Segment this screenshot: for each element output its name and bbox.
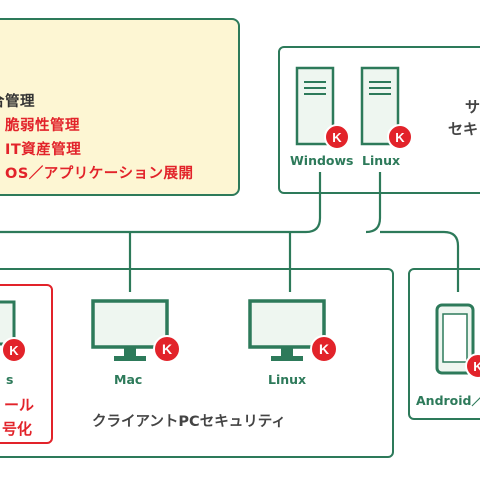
- badge-letter: K: [319, 341, 329, 357]
- mac-label: Mac: [114, 372, 143, 387]
- server-side-text-2: セキ: [448, 120, 479, 138]
- client-pc-security-caption: クライアントPCセキュリティ: [92, 414, 286, 430]
- kaspersky-badge-icon: K: [465, 353, 480, 379]
- android-phone-icon: [435, 303, 475, 375]
- client-pc-security-panel: [0, 268, 394, 458]
- kaspersky-badge-icon: K: [310, 335, 338, 363]
- management-item-vulnerability: ・脆弱性管理: [0, 118, 80, 134]
- windows-label: Windows: [290, 153, 354, 168]
- badge-letter: K: [9, 343, 19, 358]
- red-text-mail: ール: [4, 396, 35, 414]
- management-item-it-assets: ・IT資産管理: [0, 142, 82, 158]
- kaspersky-badge-icon: K: [1, 337, 27, 363]
- server-side-text-1: サ: [465, 98, 480, 116]
- badge-letter: K: [473, 359, 480, 374]
- android-label: Android／: [416, 393, 480, 408]
- badge-letter: K: [332, 130, 342, 145]
- management-item-os-deploy: ・OS／アプリケーション展開: [0, 166, 194, 182]
- encryption-panel: ール 号化: [0, 284, 53, 444]
- mac-monitor-icon: [91, 299, 169, 361]
- windows-client-label-partial: s: [6, 372, 14, 387]
- kaspersky-badge-icon: K: [387, 124, 413, 150]
- kaspersky-badge-icon: K: [153, 335, 181, 363]
- linux-client-label: Linux: [268, 372, 307, 387]
- management-panel: 合管理 ・脆弱性管理 ・IT資産管理 ・OS／アプリケーション展開: [0, 18, 240, 196]
- red-text-encryption: 号化: [2, 420, 33, 438]
- linux-monitor-icon: [248, 299, 326, 361]
- badge-letter: K: [162, 341, 172, 357]
- linux-server-label: Linux: [362, 153, 401, 168]
- windows-monitor-icon: [0, 300, 16, 346]
- management-title: 合管理: [0, 94, 35, 110]
- badge-letter: K: [395, 130, 405, 145]
- kaspersky-badge-icon: K: [324, 124, 350, 150]
